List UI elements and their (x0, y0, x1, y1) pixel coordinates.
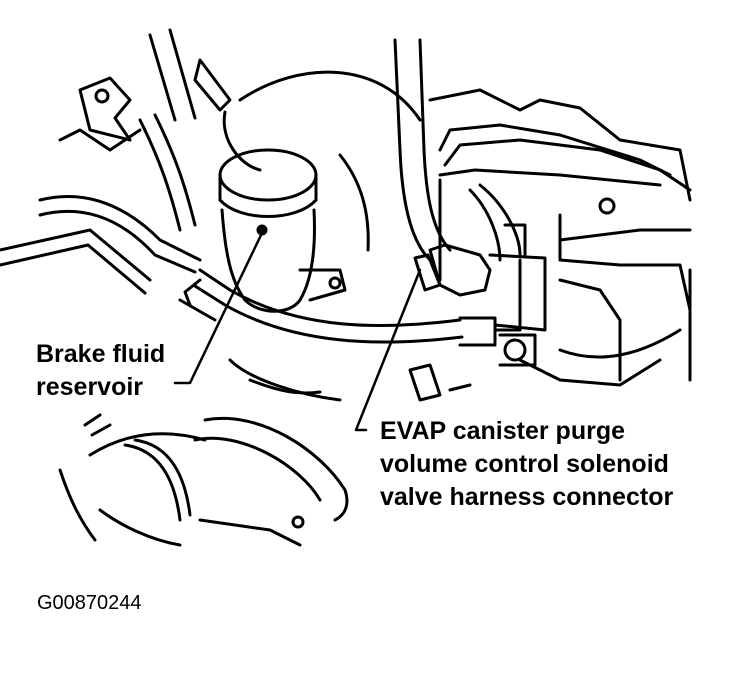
hose-lines-left (0, 28, 232, 295)
label-brake-line-1: Brake fluid (36, 340, 166, 368)
brake-fluid-reservoir (218, 148, 347, 313)
leader-brake-reservoir (173, 231, 264, 385)
upper-hose (393, 38, 452, 262)
lower-components (408, 363, 472, 402)
evap-solenoid-connector (413, 243, 547, 367)
leader-lines (173, 231, 422, 432)
brake-lines (178, 268, 522, 347)
label-evap-line-3: valve harness connector (380, 483, 674, 511)
intake-assembly (428, 88, 692, 387)
label-evap-line-1: EVAP canister purge (380, 417, 625, 445)
figure-code: G00870244 (37, 592, 142, 614)
air-intake-duct (58, 413, 349, 547)
label-evap-line-2: volume control solenoid (380, 450, 669, 478)
brake-booster (222, 70, 422, 402)
mounting-bracket (58, 76, 142, 152)
label-brake-line-2: reservoir (36, 373, 144, 401)
label-evap-connector: EVAP canister purge volume control solen… (380, 415, 673, 514)
leader-evap-connector (354, 268, 422, 432)
label-brake-fluid-reservoir: Brake fluid reservoir (36, 338, 165, 404)
